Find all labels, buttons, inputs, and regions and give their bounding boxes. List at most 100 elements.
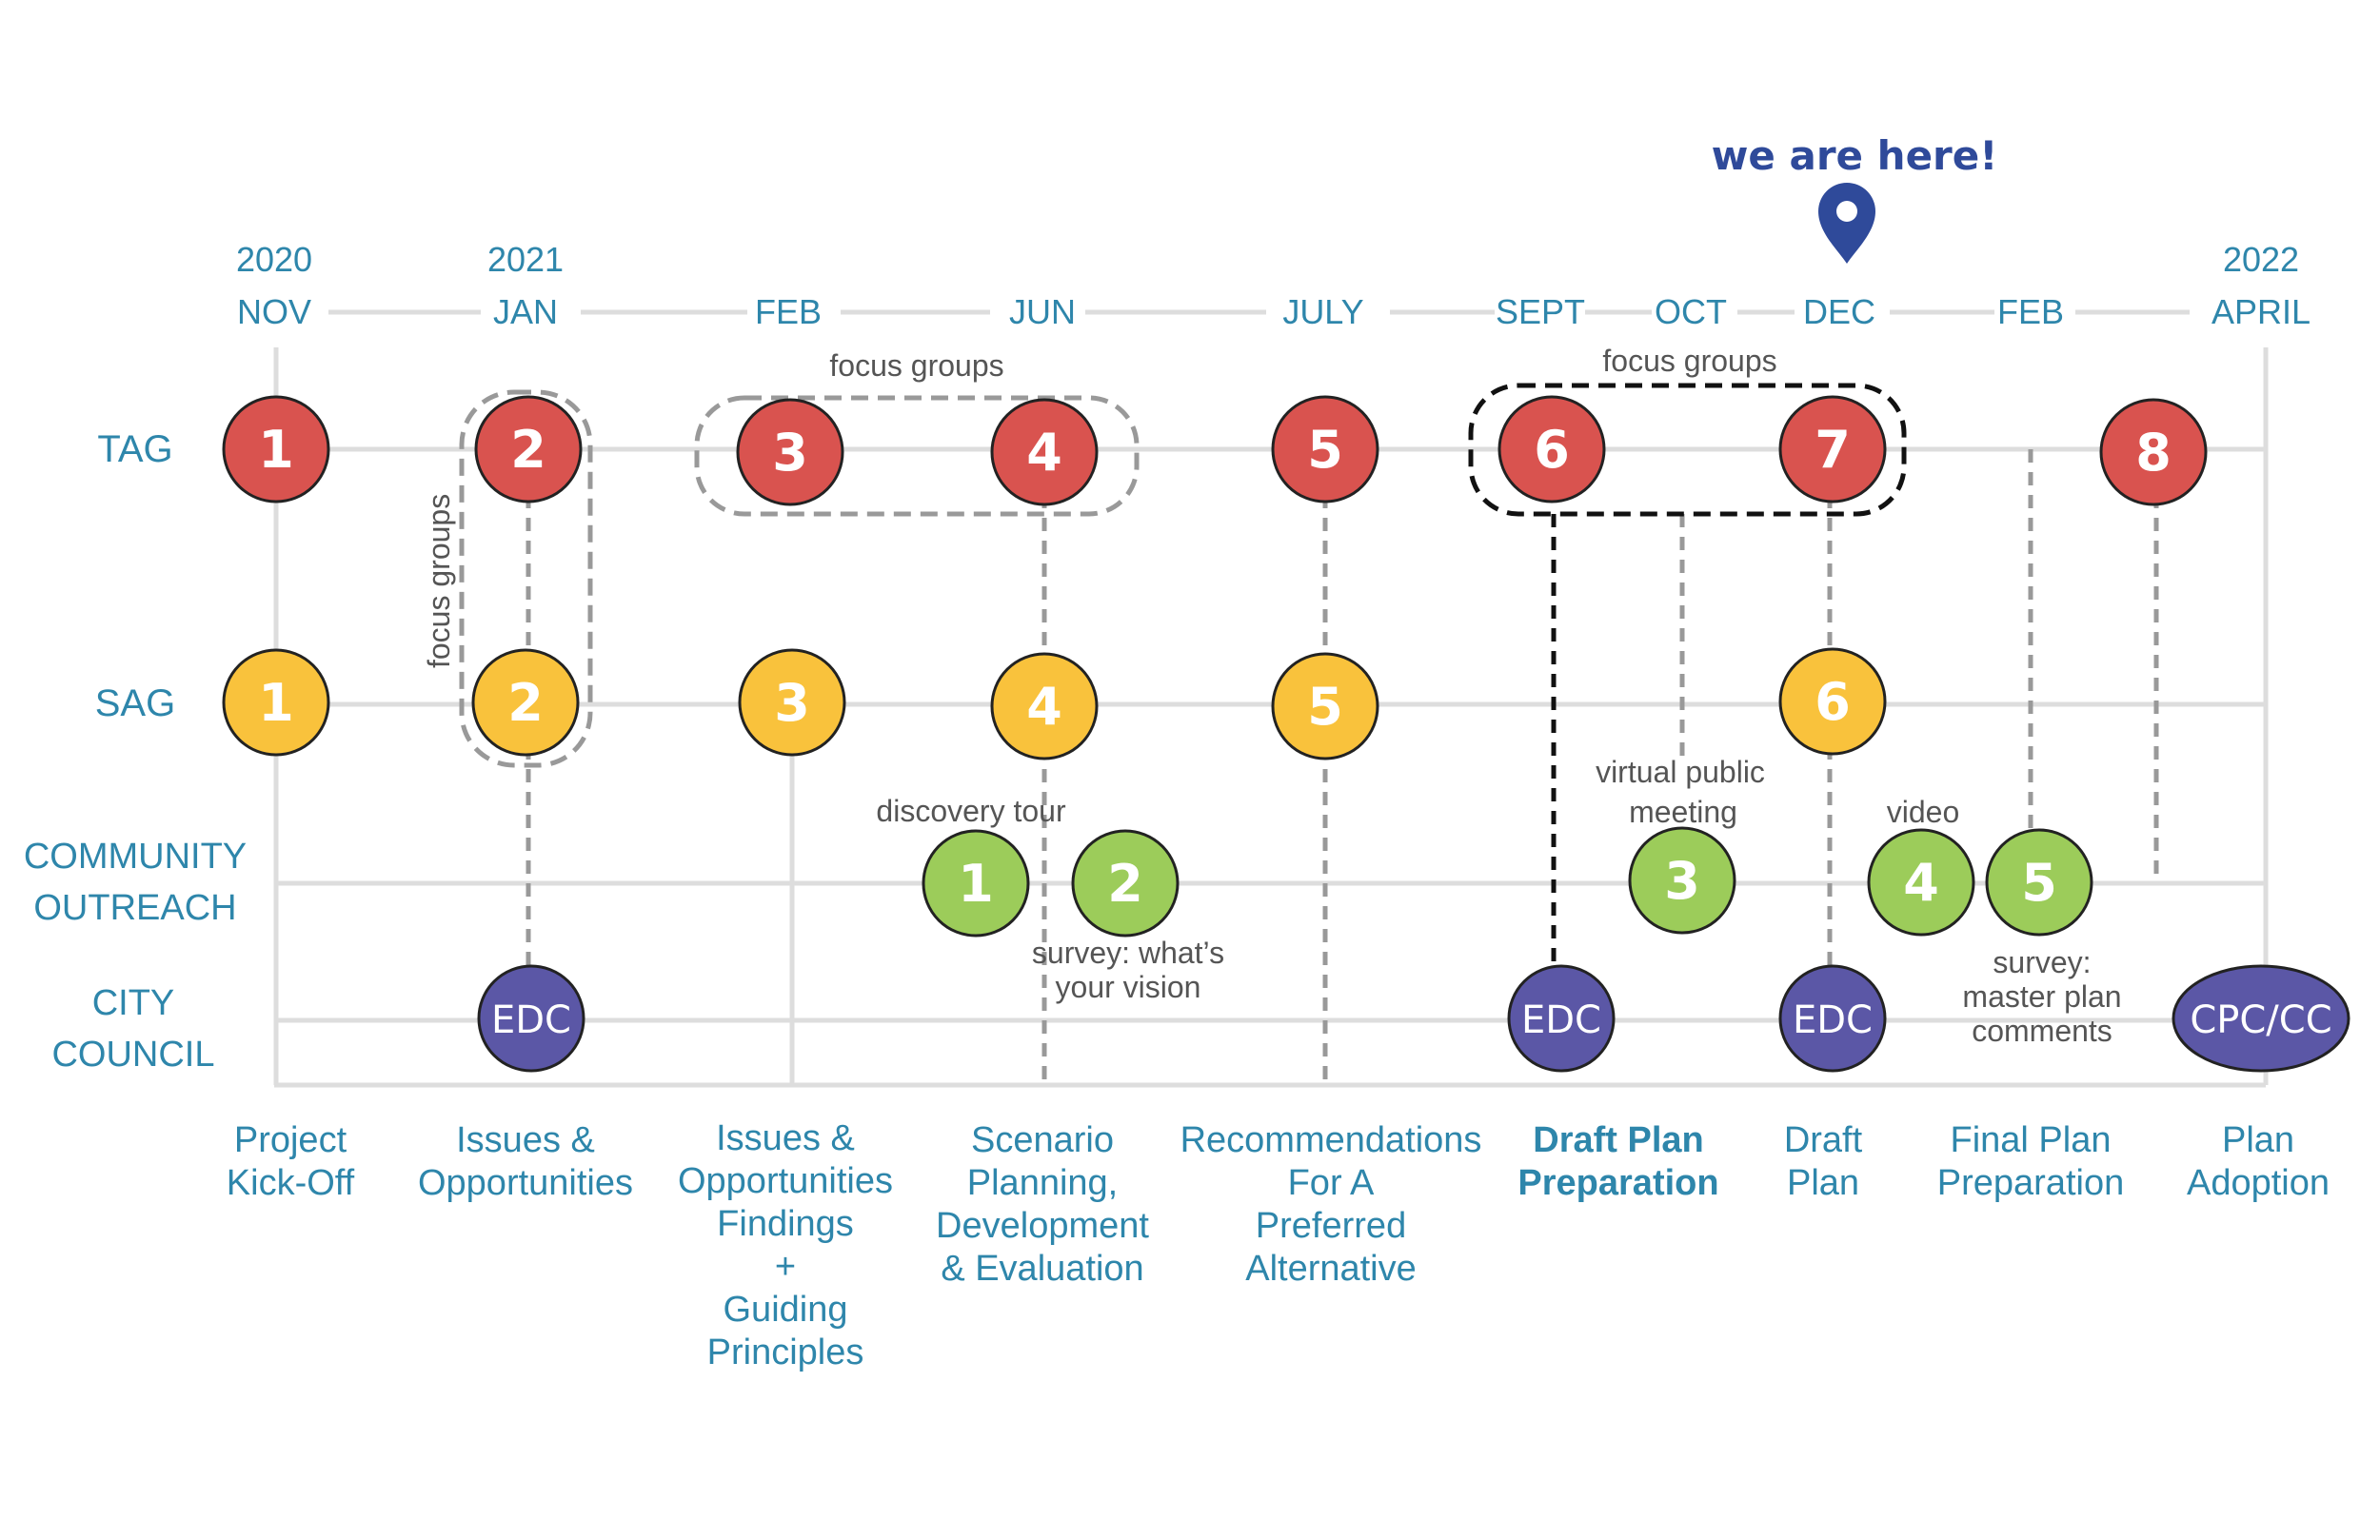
phase-label: Preferred — [1256, 1206, 1406, 1246]
svg-text:3: 3 — [774, 673, 810, 733]
city-nodes: EDC EDC EDC CPC/CC — [477, 964, 2350, 1073]
row-label-city: CITY — [92, 983, 175, 1023]
month-label: JULY — [1282, 292, 1363, 331]
svg-text:2: 2 — [510, 420, 546, 480]
phase-label: Development — [936, 1206, 1149, 1246]
svg-text:6: 6 — [1815, 672, 1851, 732]
svg-text:5: 5 — [1307, 420, 1343, 480]
svg-text:EDC: EDC — [1793, 998, 1873, 1042]
phase-label: Issues & — [716, 1118, 855, 1158]
focus-groups-label: focus groups — [422, 494, 456, 668]
svg-text:1: 1 — [258, 420, 294, 480]
month-label: FEB — [755, 292, 822, 331]
phase-label: Preparation — [1937, 1163, 2124, 1203]
phase-label: Principles — [707, 1333, 864, 1372]
svg-text:2: 2 — [1107, 854, 1143, 914]
community-node: 4 — [1867, 828, 1975, 937]
month-label: FEB — [1997, 292, 2064, 331]
tag-node: 5 — [1271, 395, 1379, 503]
virtual-meeting-label: meeting — [1629, 795, 1737, 829]
sag-node: 2 — [471, 648, 580, 757]
row-label-tag: TAG — [97, 428, 172, 470]
phase-label: Plan — [2222, 1120, 2294, 1160]
we-are-here-label: we are here! — [1712, 132, 1998, 179]
year-label: 2022 — [2223, 240, 2299, 279]
phase-label: Project — [234, 1120, 347, 1160]
phase-label: Findings — [717, 1204, 854, 1244]
tag-node: 8 — [2099, 398, 2208, 506]
community-node: 3 — [1628, 826, 1736, 935]
row-label-outreach: OUTREACH — [33, 888, 236, 928]
phase-label: + — [775, 1247, 796, 1287]
row-label-council: COUNCIL — [51, 1035, 214, 1075]
phase-label: Final Plan — [1951, 1120, 2112, 1160]
phase-label: Opportunities — [418, 1163, 633, 1203]
month-label: APRIL — [2211, 292, 2311, 331]
phase-label: Draft — [1784, 1120, 1863, 1160]
tag-node: 3 — [736, 398, 844, 506]
month-label: OCT — [1655, 292, 1727, 331]
community-nodes: 1 2 3 4 5 — [922, 826, 2093, 938]
community-node: 1 — [922, 829, 1030, 938]
sag-node: 3 — [738, 648, 846, 757]
sag-node: 4 — [990, 652, 1099, 760]
discovery-tour-label: discovery tour — [876, 794, 1066, 828]
connectors — [526, 449, 2159, 1085]
phase-labels: Project Kick-Off Issues & Opportunities … — [227, 1118, 2330, 1372]
month-label: DEC — [1803, 292, 1875, 331]
svg-text:3: 3 — [1664, 851, 1700, 911]
survey-vision-label: your vision — [1056, 970, 1201, 1004]
tag-node: 4 — [990, 398, 1099, 506]
svg-text:5: 5 — [2021, 853, 2057, 913]
city-node: EDC — [1778, 964, 1887, 1073]
svg-text:EDC: EDC — [1521, 998, 1601, 1042]
phase-label: For A — [1288, 1163, 1375, 1203]
tag-node: 2 — [474, 395, 583, 503]
phase-label: Kick-Off — [227, 1163, 355, 1203]
focus-groups-label: focus groups — [1602, 344, 1776, 378]
svg-text:4: 4 — [1903, 853, 1939, 913]
location-pin-icon — [1818, 183, 1875, 264]
svg-text:6: 6 — [1534, 420, 1570, 480]
svg-text:7: 7 — [1815, 420, 1851, 480]
survey-master-label: survey: — [1993, 945, 2091, 979]
month-label: SEPT — [1496, 292, 1585, 331]
community-node: 5 — [1985, 828, 2093, 937]
sag-node: 5 — [1271, 652, 1379, 760]
svg-text:1: 1 — [958, 854, 994, 914]
svg-text:CPC/CC: CPC/CC — [2190, 998, 2331, 1042]
row-label-sag: SAG — [95, 682, 175, 724]
svg-text:4: 4 — [1026, 677, 1062, 737]
year-label: 2021 — [487, 240, 564, 279]
year-label: 2020 — [236, 240, 312, 279]
month-label: JAN — [493, 292, 558, 331]
city-node: EDC — [1507, 964, 1616, 1073]
phase-label: Planning, — [967, 1163, 1118, 1203]
phase-label: Plan — [1787, 1163, 1859, 1203]
survey-master-label: comments — [1972, 1014, 2112, 1048]
svg-text:1: 1 — [258, 673, 294, 733]
month-label: NOV — [237, 292, 311, 331]
phase-label-current: Draft Plan — [1533, 1120, 1703, 1160]
phase-label: Guiding — [724, 1290, 848, 1330]
month-label: JUN — [1009, 292, 1076, 331]
survey-master-label: master plan — [1962, 979, 2121, 1014]
tag-node: 6 — [1497, 395, 1606, 503]
phase-label: Issues & — [456, 1120, 595, 1160]
sag-node: 6 — [1778, 647, 1887, 756]
community-node: 2 — [1071, 829, 1180, 938]
phase-label: Scenario — [971, 1120, 1114, 1160]
phase-label: Recommendations — [1180, 1120, 1482, 1160]
sag-nodes: 1 2 3 4 5 6 — [222, 647, 1887, 760]
city-node: EDC — [477, 964, 585, 1073]
tag-node: 1 — [222, 395, 330, 503]
svg-text:2: 2 — [507, 673, 544, 733]
city-node: CPC/CC — [2172, 964, 2350, 1073]
phase-label: Alternative — [1245, 1249, 1417, 1289]
row-label-community: COMMUNITY — [24, 837, 247, 877]
virtual-meeting-label: virtual public — [1596, 755, 1765, 789]
tag-nodes: 1 2 3 4 5 6 7 8 — [222, 395, 2208, 506]
phase-label-current: Preparation — [1517, 1163, 1718, 1203]
phase-label: & Evaluation — [941, 1249, 1143, 1289]
